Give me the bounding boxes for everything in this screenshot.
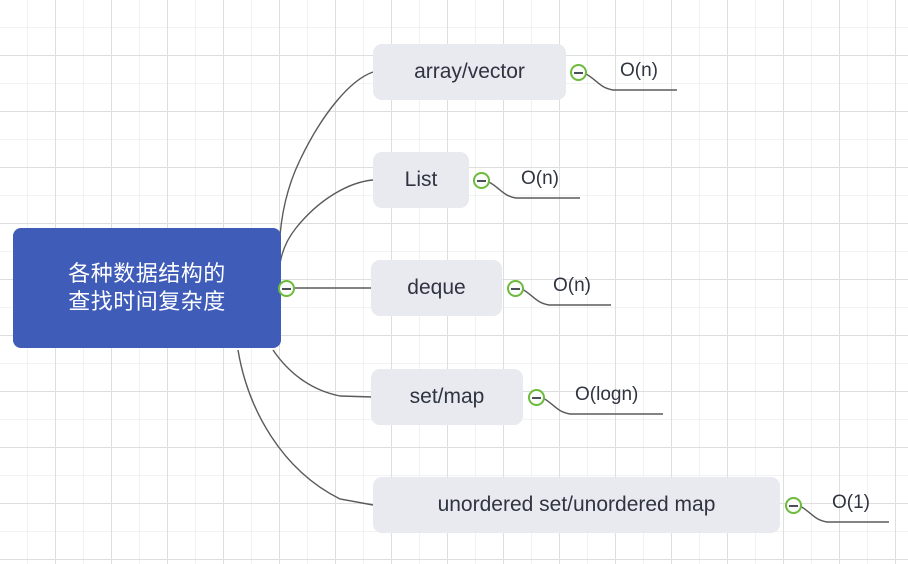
root-node[interactable]: 各种数据结构的 查找时间复杂度: [13, 228, 281, 348]
branch-node-list[interactable]: List: [373, 152, 469, 208]
leaf-complexity-unordered-set-unordered-map[interactable]: O(1): [832, 492, 870, 514]
leaf-complexity-deque[interactable]: O(n): [553, 275, 591, 297]
leaf-complexity-set-map[interactable]: O(logn): [575, 384, 638, 406]
edge-root-to-set-map: [272, 349, 374, 398]
collapse-minus-icon-unordered-set-unordered-map[interactable]: [785, 497, 802, 514]
root-label-line-2: 查找时间复杂度: [68, 289, 226, 314]
collapse-minus-icon-set-map[interactable]: [528, 389, 545, 406]
leaf-label-set-map: O(logn): [575, 384, 639, 405]
leaf-complexity-array-vector[interactable]: O(n): [620, 60, 658, 82]
edge-root-to-list: [278, 179, 374, 289]
edge-root-to-unordered: [237, 349, 374, 506]
collapse-minus-icon-root[interactable]: [278, 280, 295, 297]
branch-label-set-map: set/map: [409, 385, 485, 408]
branch-label-list: List: [404, 168, 438, 191]
edge-root-to-array-vector: [278, 71, 374, 289]
branch-label-deque: deque: [407, 276, 466, 299]
leaf-complexity-list[interactable]: O(n): [521, 168, 559, 190]
leaf-label-unordered-set-unordered-map: O(1): [832, 492, 870, 513]
branch-node-array-vector[interactable]: array/vector: [373, 44, 566, 100]
root-label-line-1: 各种数据结构的: [68, 260, 226, 286]
collapse-minus-icon-deque[interactable]: [507, 280, 524, 297]
collapse-minus-icon-array-vector[interactable]: [570, 64, 587, 81]
branch-node-unordered-set-unordered-map[interactable]: unordered set/unordered map: [373, 477, 780, 533]
leaf-label-array-vector: O(n): [620, 60, 658, 81]
leaf-label-deque: O(n): [553, 275, 591, 296]
leaf-label-list: O(n): [521, 168, 559, 189]
branch-node-set-map[interactable]: set/map: [371, 369, 523, 425]
collapse-minus-icon-list[interactable]: [473, 172, 490, 189]
branch-label-array-vector: array/vector: [414, 60, 525, 83]
branch-node-deque[interactable]: deque: [371, 260, 502, 316]
branch-label-unordered-set-unordered-map: unordered set/unordered map: [437, 493, 716, 516]
